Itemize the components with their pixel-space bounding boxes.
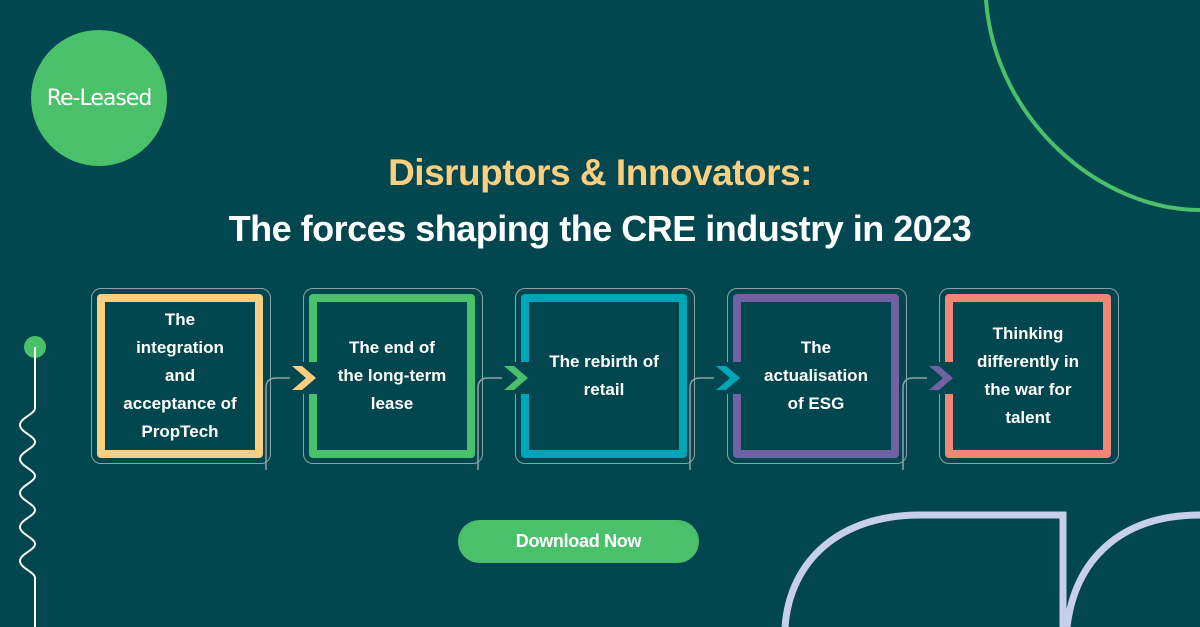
- green-dot-decor: [24, 336, 46, 358]
- step-label: The actualisation of ESG: [764, 338, 868, 413]
- download-now-label: Download Now: [515, 531, 642, 551]
- step-card-esg: The actualisation of ESG: [727, 288, 907, 464]
- step-card-long-term-lease: The end of the long-term lease: [303, 288, 483, 464]
- card-frame: The integration and acceptance of PropTe…: [97, 294, 263, 458]
- step-label: The integration and acceptance of PropTe…: [123, 310, 237, 441]
- card-outline: [91, 288, 271, 464]
- step-label: The rebirth of retail: [549, 352, 659, 399]
- re-leased-logo: Re-Leased: [31, 30, 167, 166]
- step-label: The end of the long-term lease: [337, 338, 447, 413]
- headline: Disruptors & Innovators:: [388, 152, 812, 193]
- step-card-proptech: The integration and acceptance of PropTe…: [91, 288, 271, 464]
- card-frame: The end of the long-term lease: [309, 294, 475, 458]
- logo-text: Re-Leased: [46, 85, 153, 111]
- subheadline: The forces shaping the CRE industry in 2…: [228, 208, 972, 249]
- squiggle-line-decor: [18, 347, 37, 627]
- lavender-shape-decor-1: [781, 511, 1067, 627]
- download-now-button[interactable]: Download Now: [458, 520, 699, 563]
- step-card-talent: Thinking differently in the war for tale…: [939, 288, 1119, 464]
- step-label: Thinking differently in the war for tale…: [976, 324, 1079, 427]
- card-frame: Thinking differently in the war for tale…: [945, 294, 1111, 458]
- card-frame: The rebirth of retail: [521, 294, 687, 458]
- card-frame: The actualisation of ESG: [733, 294, 899, 458]
- lavender-shape-decor-2: [1063, 511, 1200, 627]
- step-card-retail: The rebirth of retail: [515, 288, 695, 464]
